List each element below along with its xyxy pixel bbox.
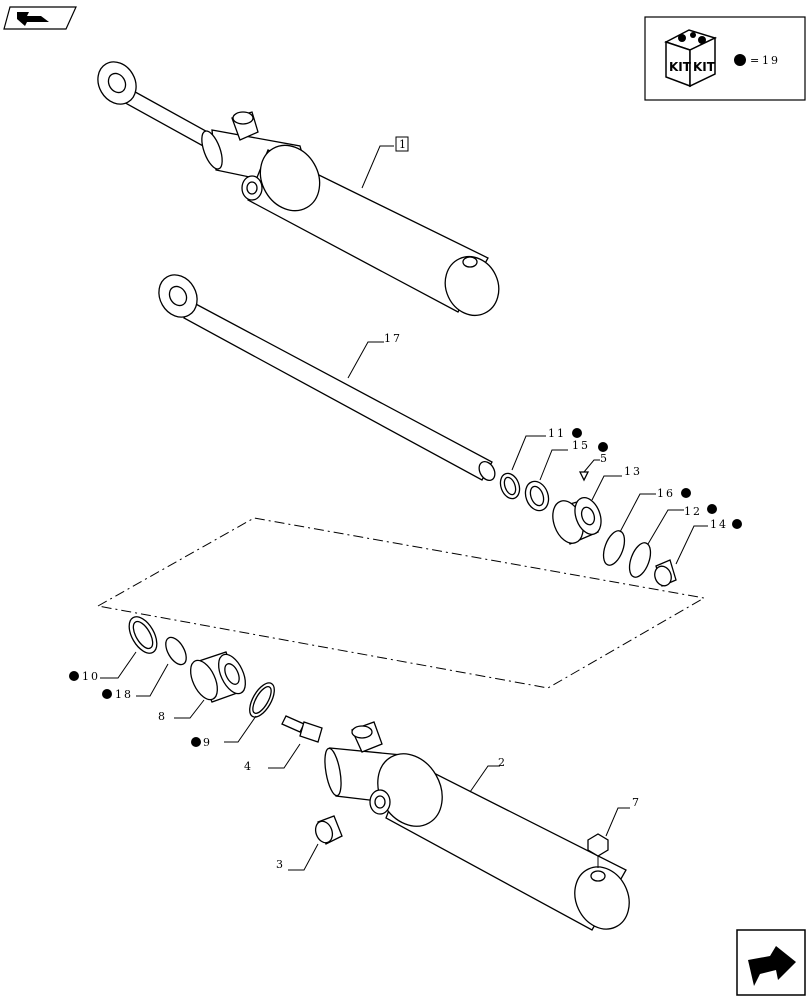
part-18-o-ring: 18 <box>102 636 187 701</box>
callout-4: 4 <box>244 760 253 773</box>
kit-label-right: KIT <box>693 60 716 74</box>
callout-8: 8 <box>158 710 167 723</box>
part-7-nut: 7 <box>587 796 641 868</box>
part-3-bushing: 3 <box>276 815 343 871</box>
callout-1: 1 <box>399 138 408 151</box>
kit-box-icon: KIT KIT <box>664 29 718 88</box>
part-5-pin: 5 <box>578 452 609 482</box>
callout-5: 5 <box>600 452 609 465</box>
callout-18: 18 <box>115 688 133 701</box>
part-15-wear-ring: 15 <box>524 439 608 512</box>
kit-label-left: KIT <box>669 60 692 74</box>
part-9-ring: 9 <box>191 682 275 749</box>
callout-16: 16 <box>657 487 675 500</box>
callout-9: 9 <box>203 736 212 749</box>
kit-ref-number: 19 <box>762 54 780 67</box>
callout-17: 17 <box>384 332 402 345</box>
part-16-o-ring: 16 <box>602 487 691 566</box>
callout-13: 13 <box>624 465 642 478</box>
callout-7: 7 <box>632 796 641 809</box>
callout-10: 10 <box>82 670 100 683</box>
part-4-bolt: 4 <box>244 715 323 773</box>
part-13-piston: 13 <box>552 465 642 545</box>
callout-11: 11 <box>548 427 566 440</box>
part-2-cylinder-barrel: 2 <box>324 721 630 931</box>
kit-bullet-icon <box>734 54 746 66</box>
part-1-cylinder-assembly: 1 <box>97 61 500 316</box>
previous-page-icon[interactable] <box>3 6 77 30</box>
callout-15: 15 <box>572 439 590 452</box>
part-11-ring: 11 <box>499 427 582 500</box>
kit-legend: KIT KIT = 19 <box>644 16 806 101</box>
part-10-wiper: 10 <box>69 616 158 683</box>
callout-14: 14 <box>710 518 728 531</box>
kit-equals: = <box>750 54 761 67</box>
callout-2: 2 <box>498 756 507 769</box>
part-17-piston-rod: 17 <box>158 274 496 481</box>
next-page-icon[interactable] <box>736 929 806 996</box>
part-8-gland: 8 <box>158 651 246 723</box>
part-12-backup-ring: 12 <box>628 504 717 578</box>
part-14-bushing: 14 <box>654 518 742 587</box>
callout-12: 12 <box>684 505 702 518</box>
callout-3: 3 <box>276 858 285 871</box>
assembly-reference-outline <box>96 517 706 689</box>
